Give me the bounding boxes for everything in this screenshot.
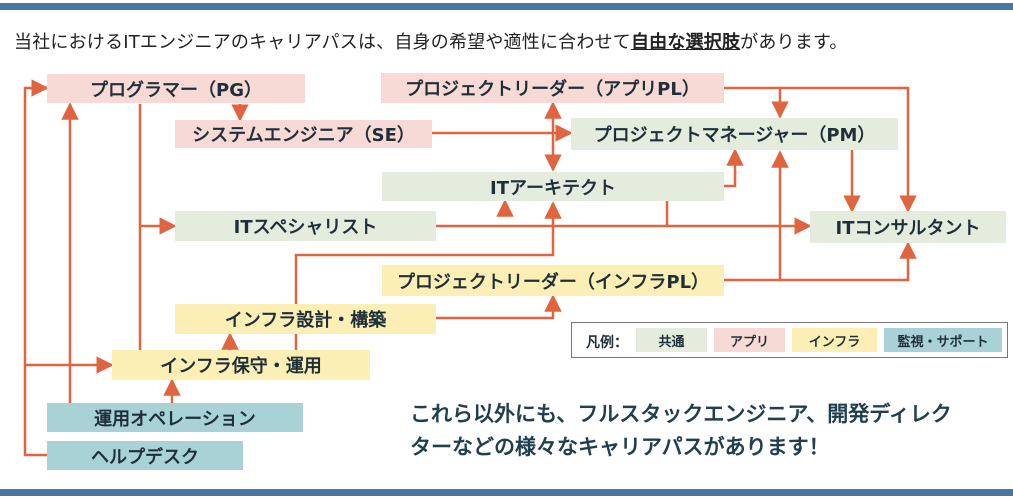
arrow-apppl-line — [724, 86, 917, 213]
bottom-rule — [0, 489, 1013, 496]
node-infra-design: インフラ設計・構築 — [175, 304, 436, 334]
top-rule — [0, 3, 1013, 10]
node-it-consultant: ITコンサルタント — [810, 211, 1006, 243]
intro-emphasis: 自由な選択肢 — [630, 32, 741, 53]
node-it-specialist: ITスペシャリスト — [175, 211, 436, 241]
arrow-design-infrapl — [436, 294, 562, 320]
legend-monitor: 監視・サポート — [884, 328, 1002, 352]
note-line-1: これら以外にも、フルスタックエンジニア、開発ディレク — [410, 402, 952, 426]
node-se: システムエンジニア（SE） — [175, 120, 432, 148]
note-line-2: ターなどの様々なキャリアパスがあります！ — [410, 435, 830, 459]
node-it-architect: ITアーキテクト — [382, 172, 724, 201]
node-infra-maint: インフラ保守・運用 — [112, 350, 370, 380]
legend-title: 凡例： — [586, 335, 628, 351]
node-pm: プロジェクトマネージャー（PM） — [571, 118, 898, 150]
node-pg: プログラマー（PG） — [47, 74, 305, 103]
legend: 凡例： 共通 アプリ インフラ 監視・サポート — [571, 322, 1008, 358]
arrow-helpdesk-bus — [23, 79, 49, 457]
node-ops: 運用オペレーション — [47, 403, 303, 432]
arrow-maint-arch — [294, 201, 562, 350]
node-infra-pl: プロジェクトリーダー（インフラPL） — [382, 265, 724, 296]
node-helpdesk: ヘルプデスク — [47, 441, 243, 470]
arrow-arch-pm — [724, 148, 744, 188]
legend-app: アプリ — [714, 328, 785, 352]
arrow-infrapl-consultant — [724, 241, 917, 282]
career-note: これら以外にも、フルスタックエンジニア、開発ディレク ターなどの様々なキャリアパ… — [410, 398, 952, 464]
legend-infra: インフラ — [792, 328, 877, 352]
intro-text: 当社におけるITエンジニアのキャリアパスは、自身の希望や適性に合わせて自由な選択… — [14, 32, 848, 53]
legend-common: 共通 — [636, 328, 707, 352]
node-app-pl: プロジェクトリーダー（アプリPL） — [381, 73, 724, 103]
